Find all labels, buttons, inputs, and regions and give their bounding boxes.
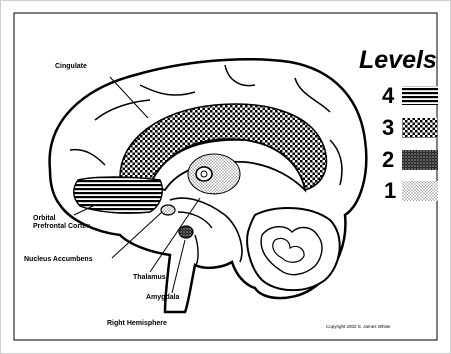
copyright-text: Copyright 2002 S. James Whiter bbox=[326, 324, 391, 329]
label-thalamus: Thalamus bbox=[133, 274, 166, 282]
legend-number-level-2: 2 bbox=[382, 149, 394, 171]
legend-swatch-level-1 bbox=[402, 181, 438, 201]
legend-swatch-level-2 bbox=[402, 150, 438, 170]
thalamus-core bbox=[196, 167, 212, 181]
orbital-prefrontal-region bbox=[74, 177, 163, 213]
legend-swatch-level-4 bbox=[402, 86, 438, 105]
label-prefrontal-cortex: Prefrontal Cortex bbox=[33, 223, 90, 231]
label-nucleus-accumbens: Nucleus Accumbens bbox=[24, 256, 93, 264]
amygdala-region bbox=[179, 226, 193, 238]
cerebellum bbox=[247, 208, 340, 290]
label-amygdala: Amygdala bbox=[146, 294, 179, 302]
legend-number-level-3: 3 bbox=[382, 117, 394, 139]
label-right-hemisphere: Right Hemisphere bbox=[107, 320, 167, 328]
nucleus-accumbens-region bbox=[161, 205, 175, 215]
legend-number-level-1: 1 bbox=[384, 180, 396, 202]
legend-title: Levels bbox=[359, 47, 437, 73]
label-cingulate: Cingulate bbox=[55, 63, 87, 71]
label-orbital: Orbital bbox=[33, 215, 56, 223]
legend-number-level-4: 4 bbox=[382, 85, 394, 107]
legend-swatch-level-3 bbox=[402, 118, 438, 138]
